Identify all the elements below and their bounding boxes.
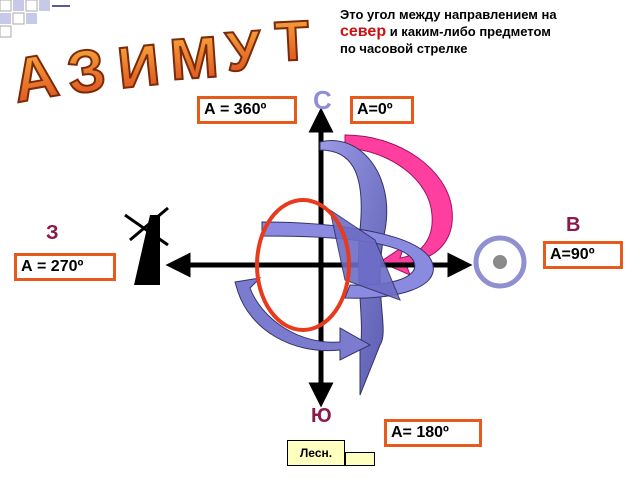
forest-button-tail xyxy=(345,452,375,466)
definition-line-2: север и каким-либо предметом xyxy=(340,23,636,40)
blue-return-arrow xyxy=(234,277,372,361)
label-azimuth-270: А = 270º xyxy=(14,253,116,281)
direction-south: Ю xyxy=(311,405,332,427)
definition-line-3: по часовой стрелке xyxy=(340,41,468,56)
direction-west: З xyxy=(46,222,59,244)
forest-button[interactable]: Лесн. xyxy=(287,440,345,466)
target-icon xyxy=(473,235,527,289)
direction-north: С xyxy=(313,85,332,115)
title-letter-6: Т xyxy=(273,8,310,73)
label-azimuth-180: А= 180º xyxy=(384,419,482,447)
definition-text: Это угол между направлением на север и к… xyxy=(340,6,636,57)
label-azimuth-90: А=90º xyxy=(543,241,623,269)
title-letter-3: И xyxy=(115,32,163,101)
title-letter-4: М xyxy=(168,24,221,92)
title-letter-5: У xyxy=(224,18,264,83)
label-azimuth-0: А=0º xyxy=(350,96,414,124)
definition-line-1: Это угол между направлением на xyxy=(340,7,557,22)
direction-east: В xyxy=(566,214,581,236)
title-letter-2: З xyxy=(63,35,110,107)
center-ring xyxy=(255,198,351,332)
definition-line-2-rest: и каким-либо предметом xyxy=(386,24,551,39)
circular-arrow-icon xyxy=(319,140,388,396)
windmill-icon xyxy=(124,206,169,285)
corner-squares xyxy=(0,0,70,38)
title-wordart: А З И М У Т xyxy=(6,7,311,117)
label-azimuth-360: А = 360º xyxy=(197,96,297,124)
definition-keyword: север xyxy=(340,23,387,40)
